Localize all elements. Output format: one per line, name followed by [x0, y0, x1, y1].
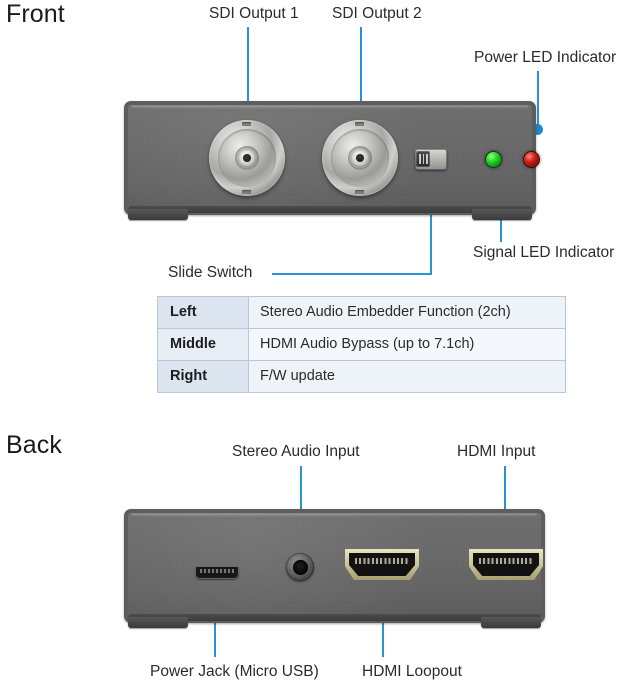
- front-chassis-top-edge: [132, 106, 528, 109]
- table-row: Right F/W update: [157, 360, 566, 393]
- hdmi-pin-row: [479, 558, 533, 564]
- leader-line-slide-switch-vertical: [430, 189, 432, 274]
- switch-position-label: Left: [157, 296, 249, 329]
- power-jack-micro-usb-port[interactable]: [195, 566, 239, 579]
- sdi-output-1-bnc-connector[interactable]: [209, 120, 285, 196]
- front-chassis-bottom-lip: [129, 206, 531, 213]
- back-foot-right: [481, 617, 541, 628]
- switch-function-label: HDMI Audio Bypass (up to 7.1ch): [248, 328, 566, 361]
- back-chassis-bottom-lip: [129, 614, 540, 621]
- power-led-indicator: [485, 151, 502, 168]
- leader-dot-power-led: [532, 124, 543, 135]
- leader-line-sdi-output-1: [247, 27, 249, 120]
- switch-position-label: Middle: [157, 328, 249, 361]
- bnc-notch-top: [242, 122, 251, 126]
- leader-line-power-jack: [214, 594, 216, 657]
- callout-label-hdmi-input: HDMI Input: [457, 443, 536, 460]
- signal-led-indicator: [523, 151, 540, 168]
- callout-label-sdi-output-1: SDI Output 1: [209, 5, 299, 22]
- bnc-notch-bottom: [242, 190, 251, 194]
- callout-label-hdmi-loopout: HDMI Loopout: [362, 663, 462, 680]
- back-chassis-top-edge: [132, 514, 537, 517]
- back-device-chassis: [124, 509, 545, 623]
- callout-label-power-jack: Power Jack (Micro USB): [150, 663, 319, 680]
- switch-function-label: F/W update: [248, 360, 566, 393]
- table-row: Middle HDMI Audio Bypass (up to 7.1ch): [157, 328, 566, 361]
- leader-line-sdi-output-2: [360, 27, 362, 120]
- leader-line-stereo-audio-input: [300, 466, 302, 528]
- bnc-notch-bottom: [355, 190, 364, 194]
- back-foot-left: [128, 617, 188, 628]
- slide-switch[interactable]: [415, 149, 447, 170]
- switch-position-label: Right: [157, 360, 249, 393]
- callout-label-sdi-output-2: SDI Output 2: [332, 5, 422, 22]
- table-row: Left Stereo Audio Embedder Function (2ch…: [157, 296, 566, 329]
- callout-label-stereo-audio-input: Stereo Audio Input: [232, 443, 360, 460]
- callout-label-signal-led-indicator: Signal LED Indicator: [473, 244, 615, 261]
- hdmi-pin-row: [355, 558, 409, 564]
- back-section-heading: Back: [6, 431, 62, 459]
- slide-switch-function-table: Left Stereo Audio Embedder Function (2ch…: [157, 296, 566, 393]
- hdmi-input-port[interactable]: [469, 549, 543, 580]
- switch-function-label: Stereo Audio Embedder Function (2ch): [248, 296, 566, 329]
- bnc-core: [238, 149, 256, 167]
- hdmi-cavity: [473, 553, 539, 576]
- bnc-center-pin: [243, 154, 251, 162]
- hdmi-cavity: [349, 553, 415, 576]
- front-chassis-face: [128, 105, 532, 212]
- leader-line-hdmi-loopout: [382, 594, 384, 657]
- bnc-core: [351, 149, 369, 167]
- slide-switch-knob[interactable]: [416, 151, 430, 167]
- leader-line-hdmi-input: [504, 466, 506, 528]
- front-section-heading: Front: [6, 0, 65, 28]
- bnc-notch-top: [355, 122, 364, 126]
- front-foot-right: [472, 209, 532, 220]
- stereo-audio-input-jack[interactable]: [286, 553, 314, 581]
- leader-line-slide-switch-horizontal: [272, 273, 432, 275]
- callout-label-slide-switch: Slide Switch: [168, 264, 253, 281]
- hdmi-loopout-port[interactable]: [345, 549, 419, 580]
- bnc-center-pin: [356, 154, 364, 162]
- sdi-output-2-bnc-connector[interactable]: [322, 120, 398, 196]
- leader-line-power-led: [537, 71, 539, 127]
- front-device-chassis: [124, 101, 540, 215]
- front-foot-left: [128, 209, 188, 220]
- callout-label-power-led-indicator: Power LED Indicator: [474, 49, 617, 66]
